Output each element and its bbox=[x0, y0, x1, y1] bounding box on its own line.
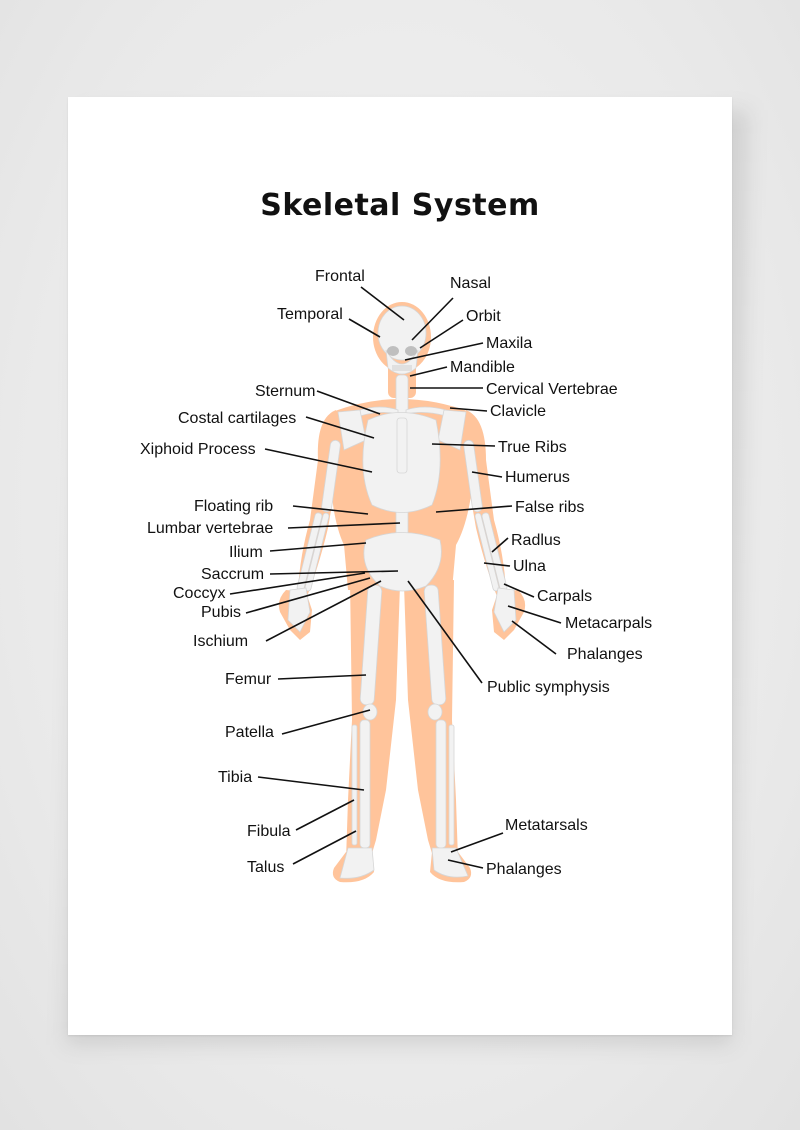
label-false-ribs: False ribs bbox=[515, 499, 584, 516]
label-fibula: Fibula bbox=[247, 823, 291, 840]
label-floating-rib: Floating rib bbox=[194, 498, 273, 515]
label-costal-cartilages: Costal cartilages bbox=[178, 410, 296, 427]
label-true-ribs: True Ribs bbox=[498, 439, 567, 456]
label-lumbar-vertebrae: Lumbar vertebrae bbox=[147, 520, 273, 537]
label-phalanges-hand: Phalanges bbox=[567, 646, 643, 663]
label-nasal: Nasal bbox=[450, 275, 491, 292]
labels: Frontal Nasal Temporal Orbit Maxila Mand… bbox=[140, 268, 652, 878]
label-pubic-symphysis: Public symphysis bbox=[487, 679, 610, 696]
label-patella: Patella bbox=[225, 724, 274, 741]
label-metatarsals: Metatarsals bbox=[505, 817, 588, 834]
label-tibia: Tibia bbox=[218, 769, 252, 786]
label-ilium: Ilium bbox=[229, 544, 263, 561]
label-radius: Radlus bbox=[511, 532, 561, 549]
label-humerus: Humerus bbox=[505, 469, 570, 486]
label-phalanges-foot: Phalanges bbox=[486, 861, 562, 878]
label-carpals: Carpals bbox=[537, 588, 592, 605]
label-femur: Femur bbox=[225, 671, 272, 688]
label-sternum: Sternum bbox=[255, 383, 315, 400]
skeleton-bones bbox=[287, 305, 517, 879]
label-frontal: Frontal bbox=[315, 268, 365, 285]
label-ulna: Ulna bbox=[513, 558, 546, 575]
leader-lines bbox=[229, 286, 562, 869]
label-pubis: Pubis bbox=[201, 604, 241, 621]
poster-title: Skeletal System bbox=[260, 188, 540, 223]
label-xiphoid-process: Xiphoid Process bbox=[140, 441, 256, 458]
label-mandible: Mandible bbox=[450, 359, 515, 376]
label-orbit: Orbit bbox=[466, 308, 501, 325]
label-temporal: Temporal bbox=[277, 306, 343, 323]
label-maxila: Maxila bbox=[486, 335, 532, 352]
label-clavicle: Clavicle bbox=[490, 403, 546, 420]
label-sacrum: Saccrum bbox=[201, 566, 264, 583]
skull-details bbox=[387, 346, 417, 371]
label-cervical-vertebrae: Cervical Vertebrae bbox=[486, 381, 618, 398]
label-coccyx: Coccyx bbox=[173, 585, 225, 602]
label-ischium: Ischium bbox=[193, 633, 248, 650]
label-talus: Talus bbox=[247, 859, 284, 876]
label-metacarpals: Metacarpals bbox=[565, 615, 652, 632]
